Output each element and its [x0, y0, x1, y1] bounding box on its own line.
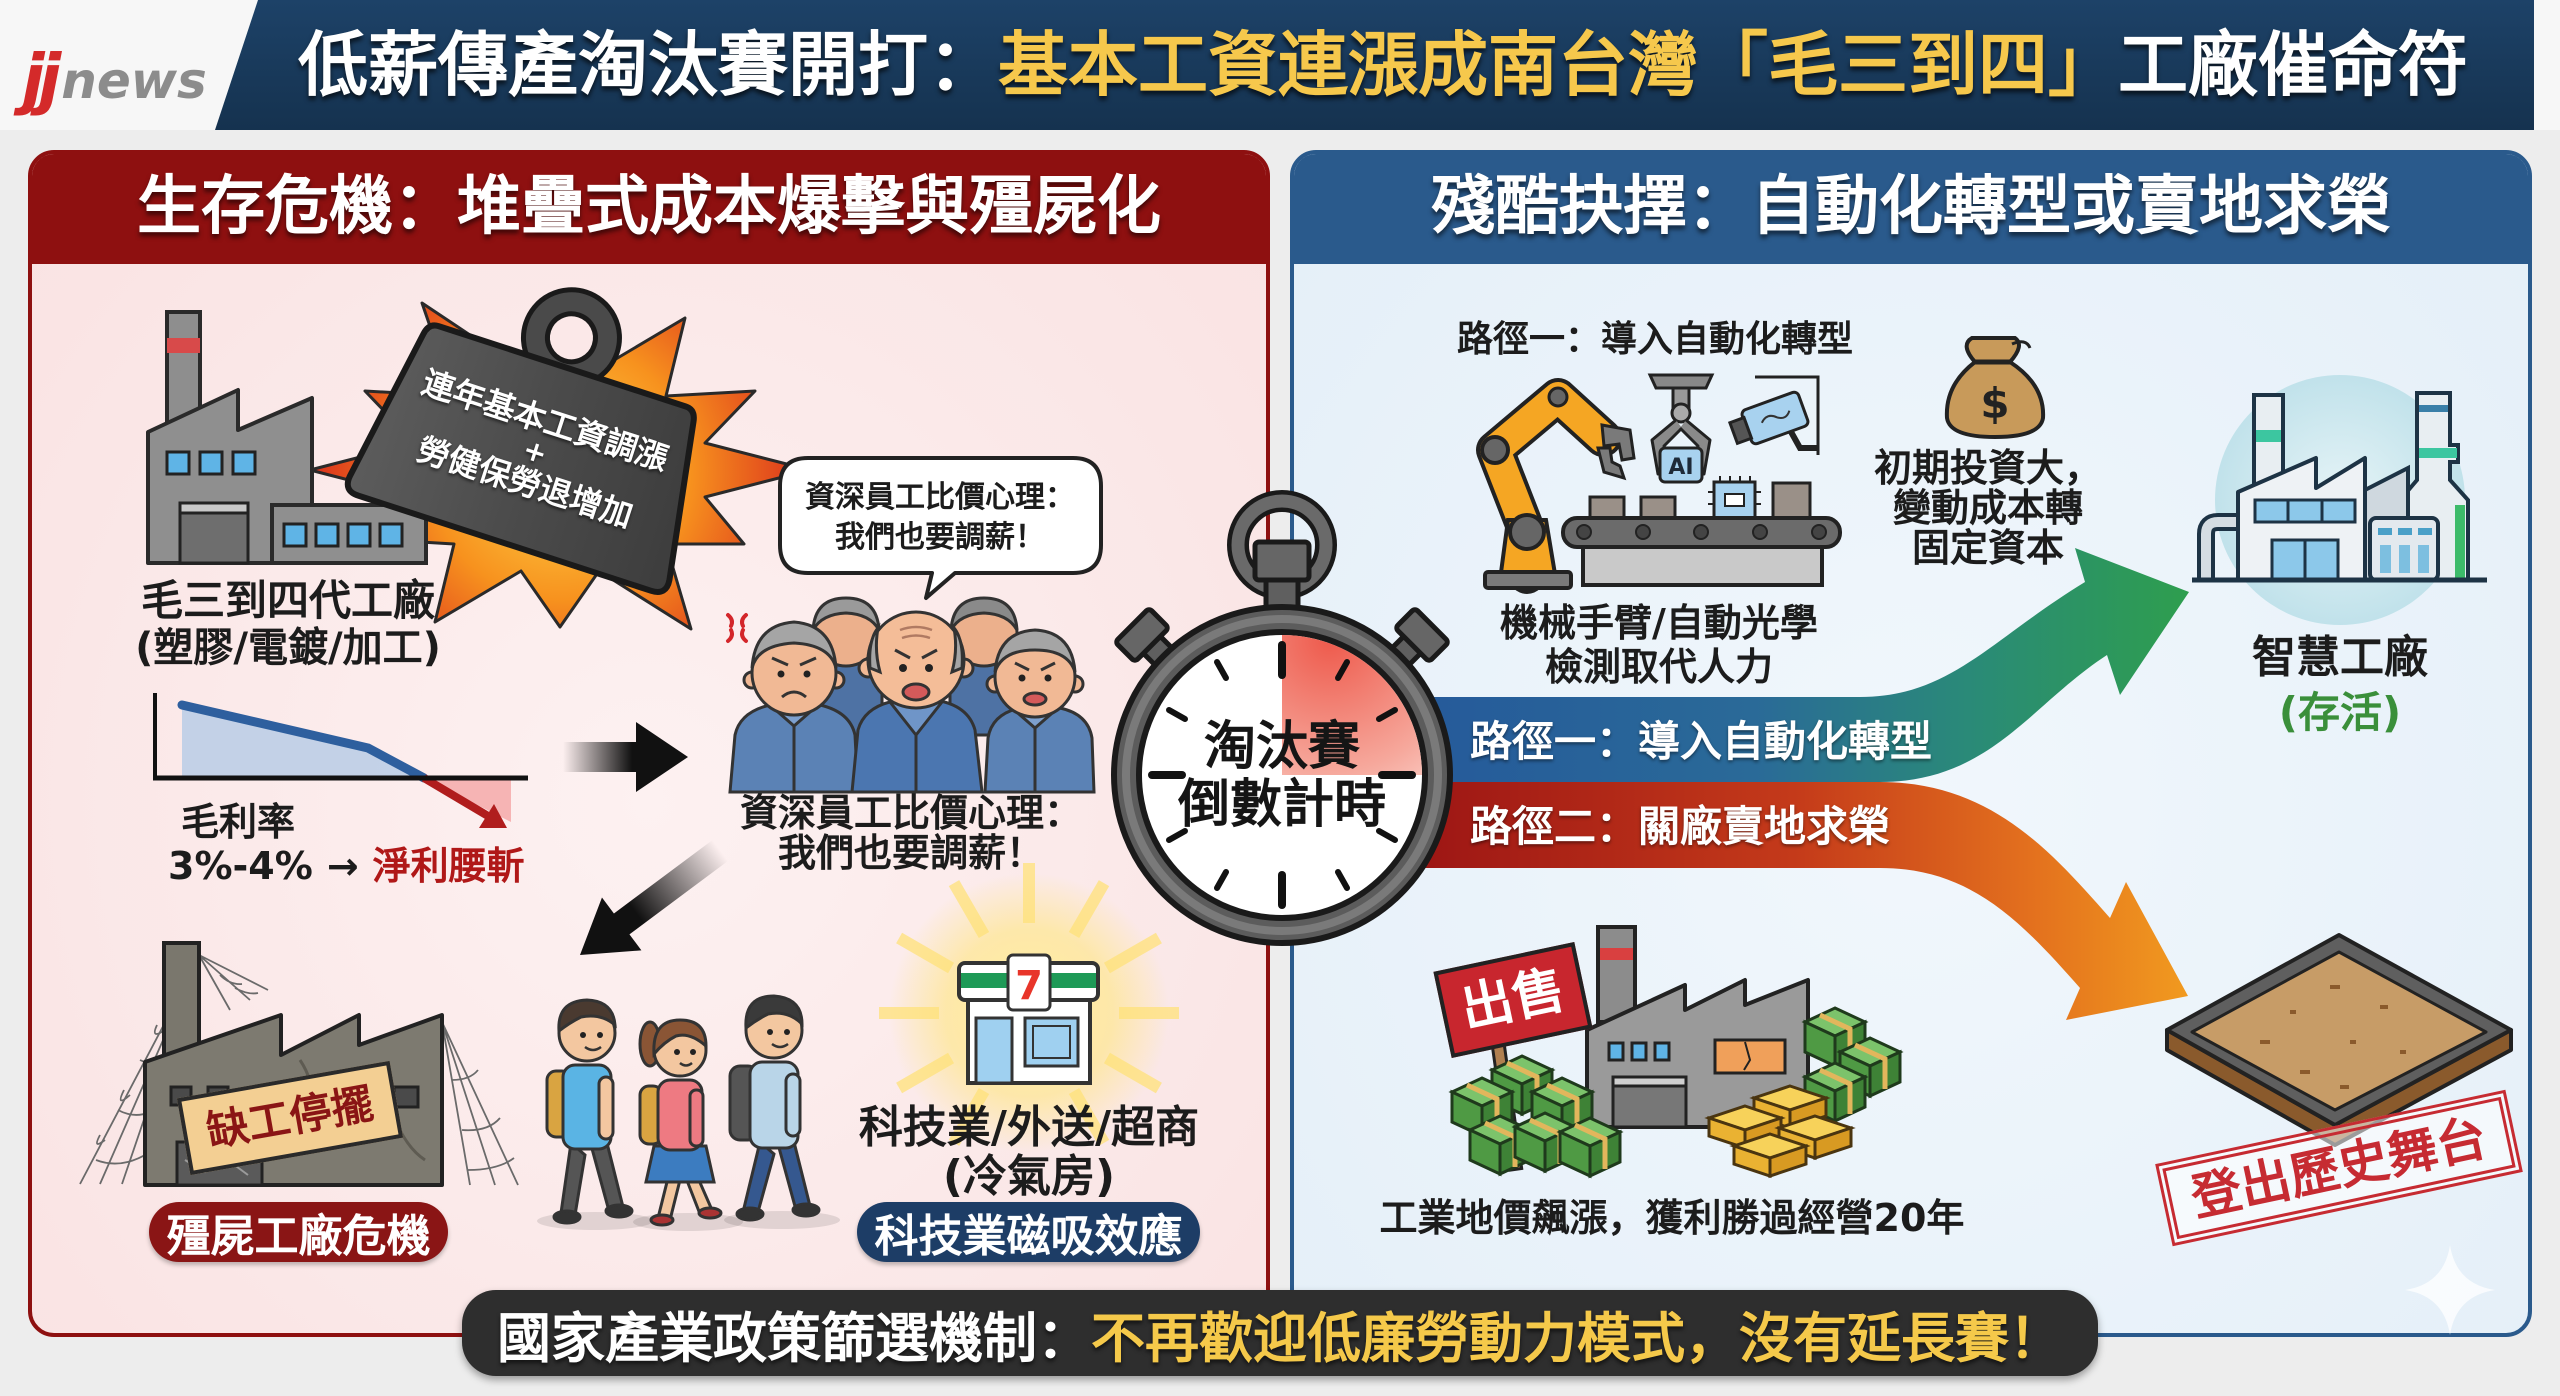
banner-highlight: 不再歡迎低廉勞動力模式，沒有延長賽！	[1091, 1306, 2063, 1370]
stopwatch-line2: 倒數計時	[1177, 775, 1387, 835]
automation-caption-line2: 檢測取代人力	[1544, 645, 1774, 689]
jjnews-logo: jj news	[22, 22, 207, 112]
smart-factory-label: 智慧工廠	[2252, 632, 2428, 683]
workers-caption-line1: 資深員工比價心理：	[739, 791, 1083, 835]
title-tail: 工廠催命符	[2118, 24, 2468, 106]
investment-line2: 變動成本轉	[1892, 486, 2084, 530]
title-lead: 低薪傳產淘汰賽開打：	[298, 24, 998, 106]
path-2-label: 路徑二：關廠賣地求榮	[1470, 802, 1891, 851]
logo-news: news	[61, 52, 207, 110]
factory-label: 毛三到四代工廠	[140, 576, 436, 625]
margin-label: 毛利率	[180, 800, 296, 844]
tech-magnet-badge: 科技業磁吸效應	[857, 1202, 1200, 1262]
margin-row: 3%-4% → 淨利腰斬	[168, 847, 525, 885]
header-bar	[215, 0, 2534, 130]
title-highlight: 基本工資連漲成南台灣「毛三到四」	[998, 24, 2118, 106]
margin-value: 3%-4%	[168, 844, 313, 888]
automation-heading: 路徑一：導入自動化轉型	[1456, 319, 1854, 360]
left-panel-title: 生存危機：堆疊式成本爆擊與殭屍化	[137, 170, 1161, 244]
jobs-sublabel: (冷氣房)	[942, 1151, 1116, 1202]
investment-line1: 初期投資大，	[1873, 446, 2103, 490]
left-panel-header	[32, 154, 1266, 264]
bubble-line1: 資深員工比價心理：	[805, 480, 1075, 515]
land-price-caption: 工業地價飆漲，獲利勝過經營20年	[1379, 1196, 1965, 1240]
path-1-label: 路徑一：導入自動化轉型	[1470, 717, 1933, 766]
right-panel-header	[1294, 154, 2528, 264]
margin-result: 淨利腰斬	[372, 844, 525, 888]
right-panel-title: 殘酷抉擇：自動化轉型或賣地求榮	[1431, 170, 2391, 244]
factory-sublabel: (塑膠/電鍍/加工)	[135, 625, 441, 671]
investment-line3: 固定資本	[1911, 526, 2065, 570]
page-title: 低薪傳產淘汰賽開打：基本工資連漲成南台灣「毛三到四」工廠催命符	[298, 30, 2468, 100]
logo-jj: jj	[22, 40, 61, 117]
bubble-line2: 我們也要調薪！	[835, 520, 1045, 555]
smart-factory-status: (存活)	[2278, 688, 2402, 737]
automation-caption-line1: 機械手臂/自動光學	[1500, 601, 1818, 645]
margin-arrow: →	[326, 844, 359, 888]
policy-banner: 國家產業政策篩選機制：不再歡迎低廉勞動力模式，沒有延長賽！	[462, 1290, 2098, 1376]
stopwatch-line1: 淘汰賽	[1203, 717, 1361, 777]
banner-lead: 國家產業政策篩選機制：	[497, 1306, 1091, 1370]
workers-caption-line2: 我們也要調薪！	[777, 831, 1045, 875]
jobs-label: 科技業/外送/超商	[858, 1102, 1200, 1153]
zombie-factory-badge: 殭屍工廠危機	[149, 1202, 448, 1262]
